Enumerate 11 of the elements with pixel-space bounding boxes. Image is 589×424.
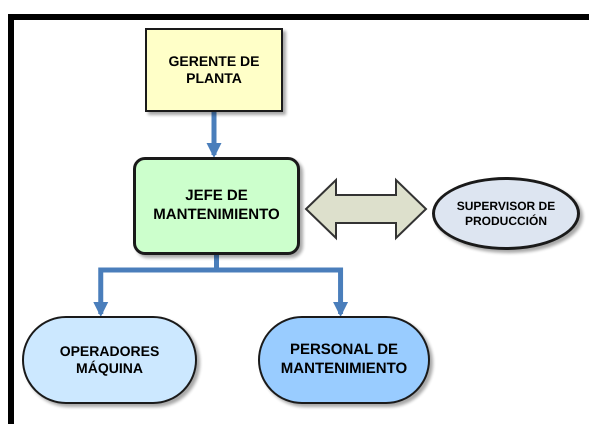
arrow	[206, 112, 222, 158]
role-label: JEFE DE MANTENIMIENTO	[152, 187, 281, 225]
double-block-arrow	[304, 178, 428, 240]
role-box	[145, 28, 283, 112]
role-label: PERSONAL DE MANTENIMIENTO	[280, 341, 408, 379]
role-box	[133, 157, 300, 255]
role-box	[22, 316, 197, 404]
role-label: OPERADORES MÁQUINA	[58, 342, 160, 378]
role-label: SUPERVISOR DE PRODUCCIÓN	[456, 198, 556, 228]
role-label: GERENTE DE PLANTA	[167, 52, 260, 88]
role-box	[258, 316, 430, 404]
